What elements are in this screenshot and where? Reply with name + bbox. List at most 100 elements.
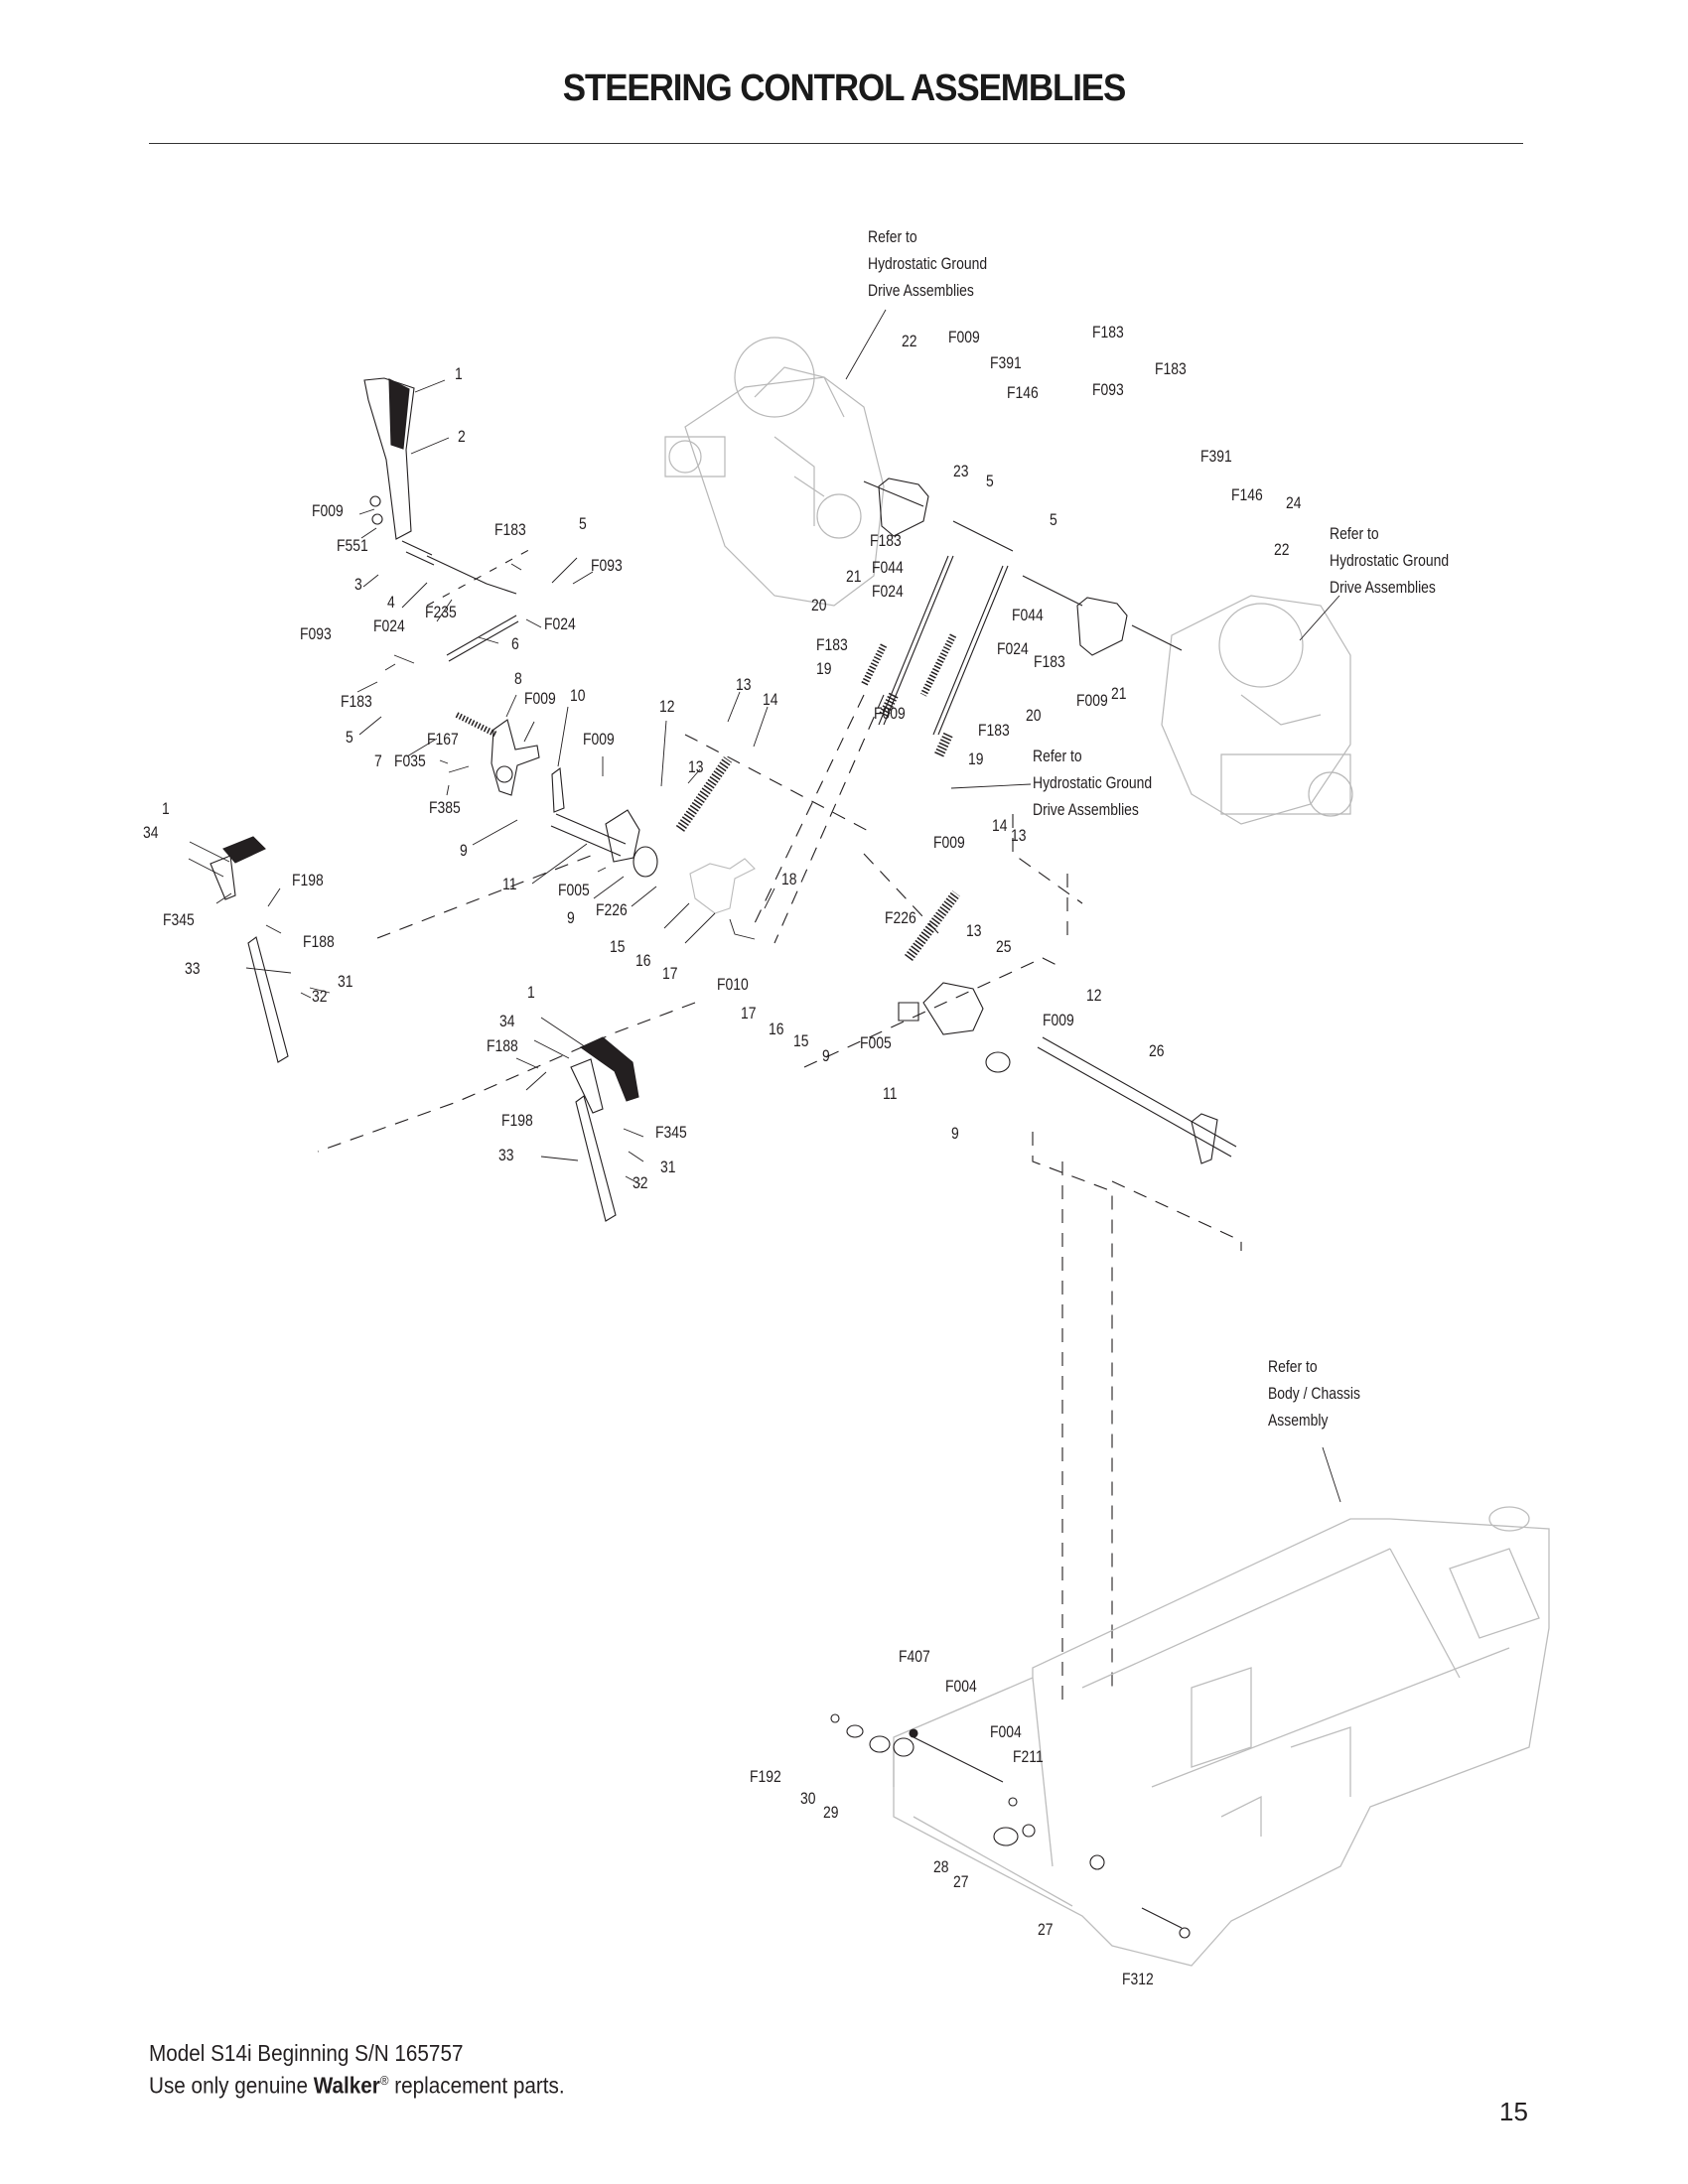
callout-label: 11 [502,875,517,893]
callout-label: 16 [769,1020,784,1038]
spring-14-upper [675,756,733,832]
callout-label: F146 [1007,383,1039,402]
callout-label: 15 [793,1031,809,1050]
callout-label: 20 [811,596,827,614]
callout-label: 34 [143,823,159,842]
callout-label: F188 [303,932,335,951]
callout-label: 5 [986,472,994,490]
callout-label: 13 [688,757,704,776]
spring-7 [455,712,498,738]
steering-shaft-26 [1037,1036,1237,1164]
callout-label: F009 [524,689,556,708]
callout-label: 1 [455,364,463,383]
callout-label: F009 [948,328,980,346]
callout-label: 13 [736,675,752,694]
callout-label: F183 [1092,323,1124,341]
pivot-tube-10 [550,766,658,878]
bracket-15-ghost [689,858,756,914]
callout-label: 5 [346,728,353,747]
callout-label: 9 [951,1124,959,1143]
callout-label: F009 [312,501,344,520]
callout-label: F009 [583,730,615,749]
model-line: Model S14i Beginning S/N 165757 [149,2040,464,2066]
callout-label: 6 [511,634,519,653]
steering-arm-24 [1022,575,1183,656]
callout-label: 21 [1111,684,1127,703]
callout-label: 30 [800,1789,816,1808]
callout-label: 32 [633,1173,648,1192]
callout-label: F093 [300,624,332,643]
chassis-frame [893,1506,1550,1967]
callout-label: 11 [883,1084,898,1103]
callout-label: F226 [596,900,628,919]
steering-arm-23 [863,478,1014,552]
pivot-25 [898,982,1011,1073]
hydro-transmission-left [664,337,885,607]
callout-label: 3 [354,575,362,594]
callout-label: F183 [341,692,372,711]
callout-label: 15 [610,937,626,956]
callout-label: F024 [373,616,405,635]
callout-label: 19 [968,750,984,768]
callout-label: F009 [1076,691,1108,710]
callout-label: F035 [394,751,426,770]
callout-label: F004 [990,1722,1022,1741]
callout-label: 9 [567,908,575,927]
callout-label: F009 [1043,1011,1074,1029]
callout-label: F345 [163,910,195,929]
callout-label: 33 [185,959,201,978]
callout-label: F183 [494,520,526,539]
callout-label: 33 [498,1146,514,1164]
callout-label: F391 [990,353,1022,372]
callout-label: F005 [860,1033,892,1052]
callout-label: 26 [1149,1041,1165,1060]
callout-label: F345 [655,1123,687,1142]
callout-label: F044 [1012,606,1044,624]
callout-label: 5 [1050,510,1057,529]
callout-label: F167 [427,730,459,749]
callout-label: F188 [487,1036,518,1055]
callout-label: 14 [763,690,778,709]
callout-label: 27 [1038,1920,1054,1939]
callout-label: 19 [816,659,832,678]
reference-note-chassis: Refer to Body / Chassis Assembly [1268,1357,1360,1430]
bellcrank-8 [491,719,540,796]
cable-rods [860,555,1009,759]
callout-label: 20 [1026,706,1042,725]
callout-label: 24 [1286,493,1302,512]
callout-label: F183 [1034,652,1065,671]
callout-label: F009 [874,704,906,723]
callout-label: 2 [458,427,466,446]
callout-label: F183 [816,635,848,654]
reference-note-hydrostatic-top: Refer to Hydrostatic Ground Drive Assemb… [868,227,988,300]
callout-label: 22 [902,332,917,350]
callout-label: 8 [514,669,522,688]
brand-name: Walker [313,2072,380,2099]
callout-label: F004 [945,1677,977,1696]
callout-label: F183 [870,531,902,550]
callout-label: F024 [997,639,1029,658]
chassis-hardware [830,1713,1191,1939]
foot-pedal-left [210,836,289,1063]
callout-label: 27 [953,1872,969,1891]
page-title: STEERING CONTROL ASSEMBLIES [562,68,1127,109]
callout-label: F024 [544,614,576,633]
callout-label: F407 [899,1647,930,1666]
callout-label: F009 [933,833,965,852]
reference-note-hydrostatic-right: Refer to Hydrostatic Ground Drive Assemb… [1330,524,1450,597]
callout-label: F226 [885,908,916,927]
callout-label: 1 [527,983,535,1002]
callout-label: F044 [872,558,904,577]
callout-label: F010 [717,975,749,994]
callout-label: 10 [570,686,586,705]
callout-label: F024 [872,582,904,601]
callout-label: 9 [460,841,468,860]
reference-note-hydrostatic-middle: Refer to Hydrostatic Ground Drive Assemb… [1033,747,1153,819]
callout-label: 1 [162,799,170,818]
parts-notice: Use only genuine Walker® replacement par… [149,2072,565,2099]
callout-label: 34 [499,1012,515,1030]
callout-label: 21 [846,567,862,586]
title-divider [149,143,1523,144]
callout-label: 31 [338,972,353,991]
callout-label: F312 [1122,1970,1154,1988]
